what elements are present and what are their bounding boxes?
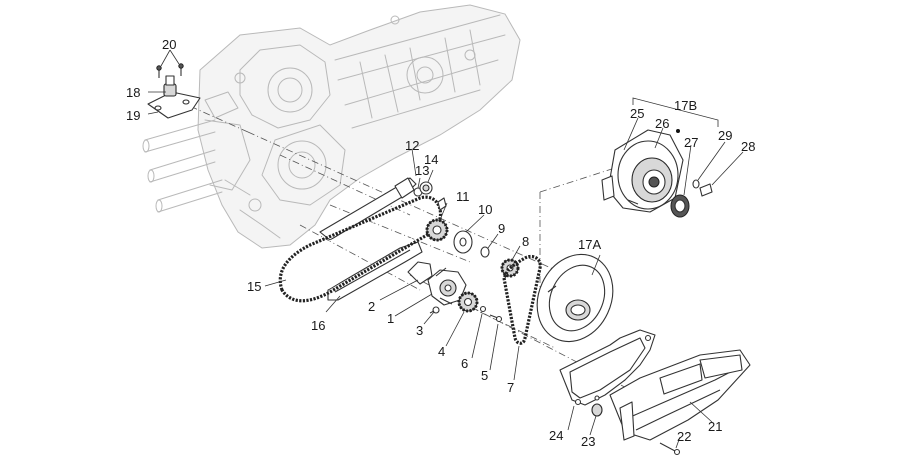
callout-22: 22 [677,429,691,444]
oil-pan [609,349,751,441]
callout-labels: 20 18 19 12 14 13 11 10 9 8 17A 15 16 2 … [126,37,755,449]
callout-5: 5 [481,368,488,383]
crankcase-ghost [142,4,521,249]
washer-disc [453,230,473,254]
screw-22 [659,442,681,456]
callout-15: 15 [247,279,261,294]
callout-14: 14 [424,152,438,167]
callout-2: 2 [368,299,375,314]
chain-guide-slider [327,241,423,301]
bracket-assembly [147,63,201,119]
sprocket-upper [425,218,449,242]
callout-26: 26 [655,116,669,131]
callout-19: 19 [126,108,140,123]
callout-29: 29 [718,128,732,143]
callout-23: 23 [581,434,595,449]
callout-11: 11 [456,189,470,204]
callout-27: 27 [684,135,698,150]
leader-lines [147,49,744,449]
callout-4: 4 [438,344,445,359]
cover-plate [536,253,614,343]
callout-21: 21 [708,419,722,434]
callout-9: 9 [498,221,505,236]
bolt-28 [699,183,713,197]
seal-ring [670,194,690,218]
callout-20: 20 [162,37,176,52]
callout-1: 1 [387,311,394,326]
dot-marker [676,129,680,133]
small-ring [480,246,490,258]
gasket [559,329,656,406]
callout-3: 3 [416,323,423,338]
callout-24: 24 [549,428,563,443]
callout-28: 28 [741,139,755,154]
callout-6: 6 [461,356,468,371]
oil-pump [407,261,467,306]
callout-16: 16 [311,318,325,333]
callout-12: 12 [405,138,419,153]
bolt-and-spacer [413,181,447,211]
pump-sprocket [457,291,479,313]
callout-25: 25 [630,106,644,121]
callout-10: 10 [478,202,492,217]
secondary-chain [502,254,542,345]
bracket-17B [632,97,719,127]
bolt-23 [591,403,603,417]
callout-18: 18 [126,85,140,100]
callout-17A: 17A [578,237,601,252]
small-washer-27 [692,179,700,189]
callout-17B: 17B [674,98,697,113]
screws [429,305,503,323]
pulley-assembly [601,129,684,213]
callout-13: 13 [415,163,429,178]
chain-tensioner-guide [319,177,417,241]
callout-8: 8 [522,234,529,249]
callout-7: 7 [507,380,514,395]
